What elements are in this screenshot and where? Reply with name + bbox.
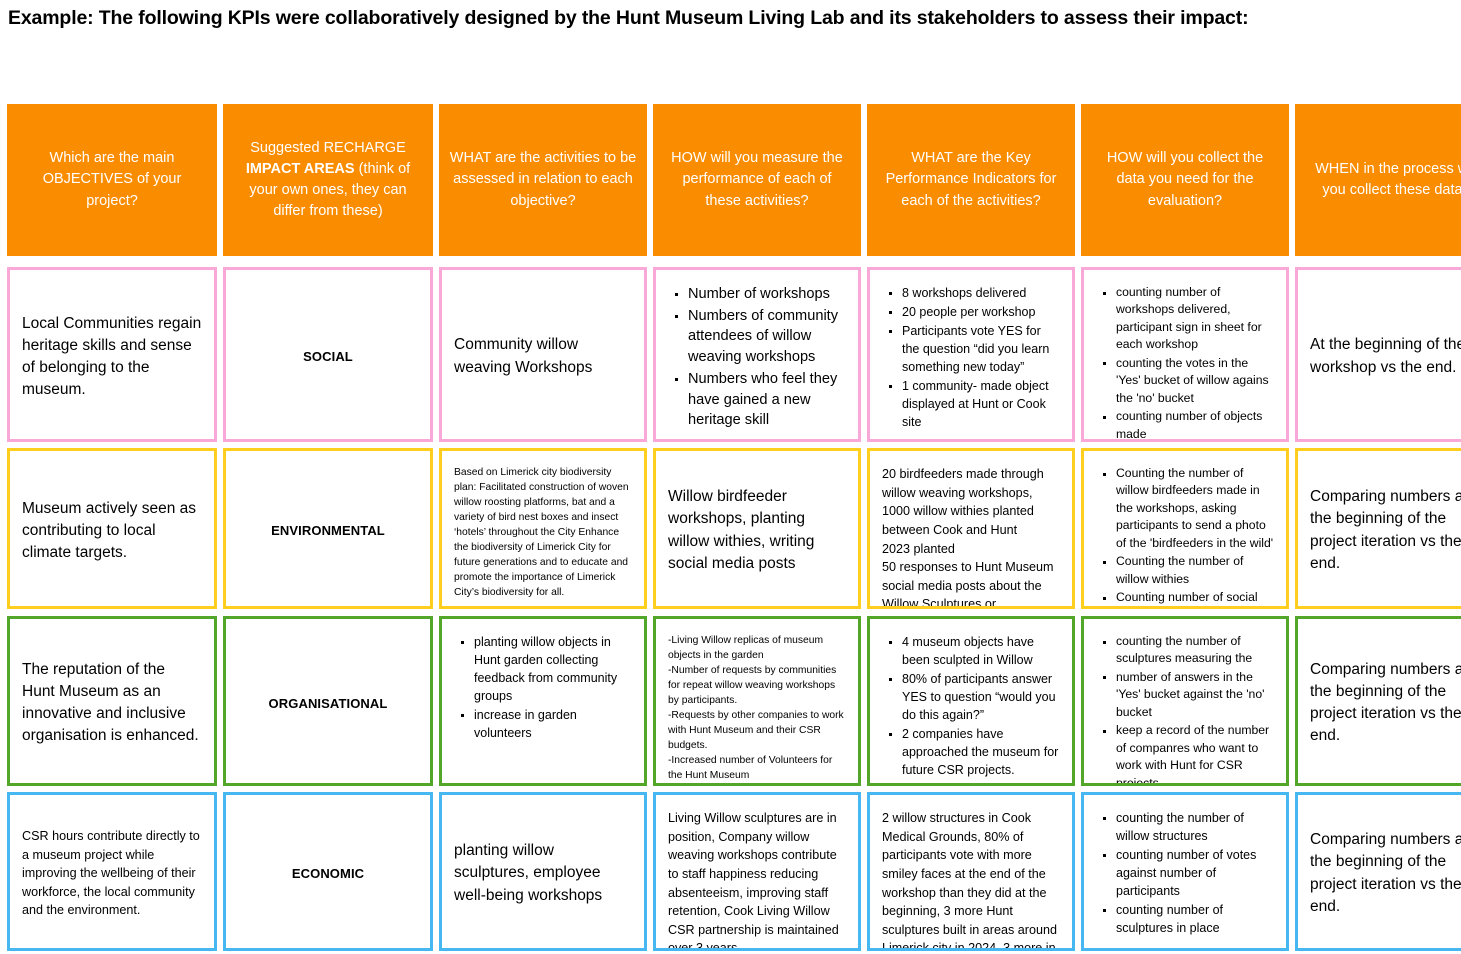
cell-kpi-environmental: 20 birdfeeders made through willow weavi… (867, 448, 1075, 609)
cell-impact-area-economic: ECONOMIC (223, 792, 433, 951)
cell-kpi-economic: 2 willow structures in Cook Medical Grou… (867, 792, 1075, 951)
cell-when-economic: Comparing numbers at the beginning of th… (1295, 792, 1461, 951)
when-text: Comparing numbers at the beginning of th… (1310, 831, 1461, 915)
cell-collect-organisational: counting the number of sculptures measur… (1081, 616, 1289, 786)
kpi-text: 2 willow structures in Cook Medical Grou… (882, 811, 1058, 951)
header-kpis: WHAT are the Key Performance Indicators … (867, 104, 1075, 256)
impact-area-label: SOCIAL (303, 349, 353, 364)
activities-bullet-list: planting willow objects in Hunt garden c… (454, 633, 632, 743)
impact-area-label: ENVIRONMENTAL (271, 523, 385, 538)
cell-activities-economic: planting willow sculptures, employee wel… (439, 792, 647, 951)
list-item: counting number of workshops delivered, … (1103, 284, 1274, 354)
table-row-environmental: Museum actively seen as contributing to … (7, 448, 1461, 609)
table-row-organisational: The reputation of the Hunt Museum as an … (7, 616, 1461, 786)
cell-when-organisational: Comparing numbers at the beginning of th… (1295, 616, 1461, 786)
header-activities: WHAT are the activities to be assessed i… (439, 104, 647, 256)
cell-kpi-organisational: 4 museum objects have been sculpted in W… (867, 616, 1075, 786)
cell-impact-area-environmental: ENVIRONMENTAL (223, 448, 433, 609)
page-title: Example: The following KPIs were collabo… (8, 7, 1249, 29)
objective-text: Museum actively seen as contributing to … (22, 499, 197, 561)
list-item: keep a record of the number of companres… (1103, 722, 1274, 783)
when-text: Comparing numbers at the beginning of th… (1310, 660, 1461, 745)
objective-text: Local Communities regain heritage skills… (22, 314, 202, 398)
header-objectives: Which are the main OBJECTIVES of your pr… (7, 104, 217, 256)
cell-impact-area-social: SOCIAL (223, 267, 433, 442)
measure-text: Living Willow sculptures are in position… (668, 811, 839, 951)
kpi-bullet-list: 4 museum objects have been sculpted in W… (882, 633, 1060, 783)
when-text: Comparing numbers at the beginning of th… (1310, 488, 1461, 572)
collect-bullet-list: Counting the number of willow birdfeeder… (1096, 465, 1274, 606)
list-item: 1 community- made object displayed at Hu… (889, 377, 1060, 431)
header-impact-post: (think of your own ones, they can differ… (249, 160, 411, 220)
cell-measure-environmental: Willow birdfeeder workshops, planting wi… (653, 448, 861, 609)
cell-collect-economic: counting the number of willow structures… (1081, 792, 1289, 951)
objective-text: The reputation of the Hunt Museum as an … (22, 661, 199, 744)
list-item: counting number of votes against number … (1103, 846, 1274, 900)
cell-activities-social: Community willow weaving Workshops (439, 267, 647, 442)
list-item: 80% of participants answer YES to questi… (889, 670, 1060, 724)
cell-measure-economic: Living Willow sculptures are in position… (653, 792, 861, 951)
collect-bullet-list: counting the number of willow structures… (1096, 809, 1274, 938)
list-item: counting the votes in the 'Yes' bucket o… (1103, 355, 1274, 407)
list-item: counting the number of sculptures measur… (1103, 633, 1274, 668)
cell-activities-environmental: Based on Limerick city biodiversity plan… (439, 448, 647, 609)
list-item: Counting the number of willow withies (1103, 553, 1274, 588)
list-item: 20 people per workshop (889, 303, 1060, 321)
kpi-bullet-list: 8 workshops delivered 20 people per work… (882, 284, 1060, 432)
cell-when-social: At the beginning of the workshop vs the … (1295, 267, 1461, 442)
cell-objective-environmental: Museum actively seen as contributing to … (7, 448, 217, 609)
list-item: counting the number of willow structures (1103, 809, 1274, 845)
header-impact-bold: IMPACT AREAS (245, 160, 355, 177)
header-when: WHEN in the process will you collect the… (1295, 104, 1461, 256)
table-header-row: Which are the main OBJECTIVES of your pr… (7, 104, 1461, 256)
cell-impact-area-organisational: ORGANISATIONAL (223, 616, 433, 786)
kpi-text: 20 birdfeeders made through willow weavi… (882, 467, 1054, 609)
header-impact-pre: Suggested RECHARGE (250, 139, 406, 156)
kpi-table: Which are the main OBJECTIVES of your pr… (7, 104, 1461, 951)
measure-bullet-list: Number of workshops Numbers of community… (668, 284, 846, 432)
measure-text: -Living Willow replicas of museum object… (668, 635, 844, 782)
cell-objective-economic: CSR hours contribute directly to a museu… (7, 792, 217, 951)
list-item: Participants vote YES for the question “… (889, 322, 1060, 376)
list-item: increase in garden volunteers (461, 706, 632, 742)
header-impact-areas: Suggested RECHARGE IMPACT AREAS (think o… (223, 104, 433, 256)
list-item: counting number of sculptures in place (1103, 901, 1274, 937)
cell-kpi-social: 8 workshops delivered 20 people per work… (867, 267, 1075, 442)
list-item: counting number of objects made (1103, 408, 1274, 439)
list-item: number of answers in the 'Yes' bucket ag… (1103, 669, 1274, 721)
list-item: 8 workshops delivered (889, 284, 1060, 302)
cell-measure-social: Number of workshops Numbers of community… (653, 267, 861, 442)
header-measure: HOW will you measure the performance of … (653, 104, 861, 256)
table-row-economic: CSR hours contribute directly to a museu… (7, 792, 1461, 951)
list-item: Numbers of community attendees of willow… (675, 306, 846, 368)
list-item: planting willow objects in Hunt garden c… (461, 633, 632, 705)
measure-text: Willow birdfeeder workshops, planting wi… (668, 487, 815, 572)
activities-text: Based on Limerick city biodiversity plan… (454, 467, 629, 599)
cell-measure-organisational: -Living Willow replicas of museum object… (653, 616, 861, 786)
activities-text: Community willow weaving Workshops (454, 336, 593, 376)
cell-when-environmental: Comparing numbers at the beginning of th… (1295, 448, 1461, 609)
impact-area-label: ECONOMIC (291, 866, 365, 881)
when-text: At the beginning of the workshop vs the … (1310, 336, 1461, 376)
cell-collect-environmental: Counting the number of willow birdfeeder… (1081, 448, 1289, 609)
table-row-social: Local Communities regain heritage skills… (7, 267, 1461, 442)
cell-collect-social: counting number of workshops delivered, … (1081, 267, 1289, 442)
list-item: Counting the number of willow birdfeeder… (1103, 465, 1274, 552)
impact-area-label: ORGANISATIONAL (268, 695, 388, 711)
cell-objective-social: Local Communities regain heritage skills… (7, 267, 217, 442)
cell-objective-organisational: The reputation of the Hunt Museum as an … (7, 616, 217, 786)
cell-activities-organisational: planting willow objects in Hunt garden c… (439, 616, 647, 786)
list-item: 4 museum objects have been sculpted in W… (889, 633, 1060, 669)
list-item: Counting number of social media response… (1103, 589, 1274, 606)
objective-text: CSR hours contribute directly to a museu… (22, 828, 200, 918)
list-item: Number of workshops (675, 284, 846, 305)
collect-bullet-list: counting the number of sculptures measur… (1096, 633, 1274, 783)
list-item: Numbers who feel they have gained a new … (675, 369, 846, 431)
activities-text: planting willow sculptures, employee wel… (454, 841, 603, 904)
header-collect: HOW will you collect the data you need f… (1081, 104, 1289, 256)
collect-bullet-list: counting number of workshops delivered, … (1096, 284, 1274, 439)
list-item: -3 new garden volunteers (902, 780, 1060, 783)
list-item: 2 companies have approached the museum f… (889, 727, 1059, 777)
